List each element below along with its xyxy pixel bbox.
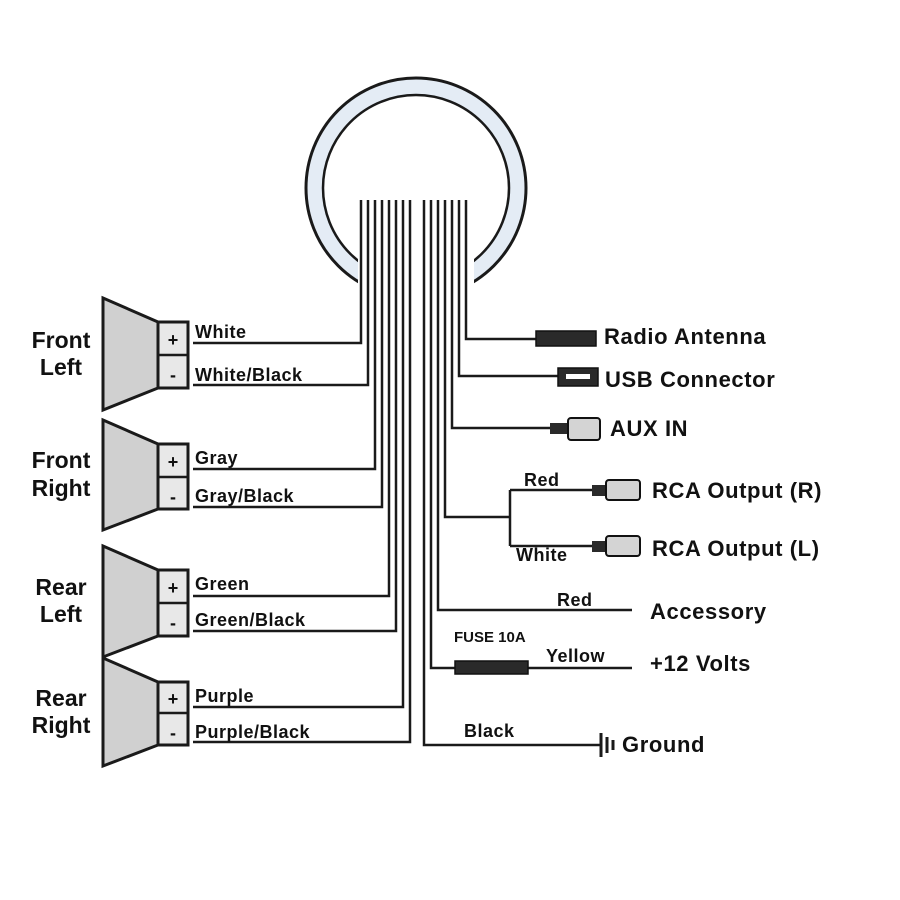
rca-left-wire-label: White (516, 545, 568, 565)
speaker-front-right: + - Front Right Gray Gray/Black (32, 417, 295, 533)
speaker-front-left: + - Front Left White White/Black (32, 295, 303, 413)
aux-in-label: AUX IN (610, 416, 688, 441)
wire-label-positive: Gray (195, 448, 238, 468)
wire-label-negative: Gray/Black (195, 486, 295, 506)
ground-connection: Black Ground (464, 721, 705, 757)
speaker-label-line1: Rear (35, 685, 86, 711)
speaker-label-line2: Right (32, 712, 91, 738)
minus-terminal: - (170, 365, 176, 385)
antenna-plug-icon (535, 330, 597, 347)
rca-right-wire-label: Red (524, 470, 560, 490)
speaker-label-line2: Right (32, 475, 91, 501)
speaker-wires (193, 200, 412, 744)
head-unit (304, 76, 528, 304)
plus-terminal: + (168, 689, 179, 709)
accessory-wire-label: Red (557, 590, 593, 610)
plus-terminal: + (168, 578, 179, 598)
plus12-volts-label: +12 Volts (650, 651, 751, 676)
device-wires (422, 200, 632, 747)
speaker-rear-right: + - Rear Right Purple Purple/Black (32, 655, 311, 769)
wire-label-negative: Green/Black (195, 610, 306, 630)
wire-label-positive: Green (195, 574, 250, 594)
wire-harness-plate (358, 196, 474, 304)
ground-label: Ground (622, 732, 705, 757)
plus-terminal: + (168, 330, 179, 350)
fuse-icon (454, 660, 529, 675)
wire-label-positive: Purple (195, 686, 254, 706)
rca-plug-icon (605, 535, 641, 557)
radio-antenna-label: Radio Antenna (604, 324, 766, 349)
speaker-rear-left: + - Rear Left Green Green/Black (35, 543, 306, 660)
rca-plug-icon (605, 479, 641, 501)
ground-icon (599, 733, 615, 757)
usb-connector: USB Connector (557, 367, 775, 392)
accessory-connection: Red Accessory (557, 590, 767, 624)
wire-label-negative: White/Black (195, 365, 303, 385)
speaker-label-line2: Left (40, 601, 83, 627)
rca-output-left-label: RCA Output (L) (652, 536, 820, 561)
wire-label-positive: White (195, 322, 247, 342)
fuse-label: FUSE 10A (454, 629, 526, 646)
power-wire-label: Yellow (546, 646, 606, 666)
speaker-label-line1: Rear (35, 574, 86, 600)
plus-terminal: + (168, 452, 179, 472)
speaker-label-line1: Front (32, 327, 91, 353)
accessory-label: Accessory (650, 599, 767, 624)
rca-output-left: White RCA Output (L) (516, 535, 820, 565)
aux-in-connector: AUX IN (550, 416, 688, 441)
power-connection: FUSE 10A Yellow +12 Volts (454, 629, 751, 676)
aux-jack-icon (567, 417, 601, 441)
ground-wire-label: Black (464, 721, 515, 741)
speaker-label-line2: Left (40, 354, 83, 380)
usb-connector-label: USB Connector (605, 367, 775, 392)
wire-label-negative: Purple/Black (195, 722, 311, 742)
minus-terminal: - (170, 613, 176, 633)
radio-antenna-connector: Radio Antenna (535, 324, 766, 349)
minus-terminal: - (170, 723, 176, 743)
rca-output-right-label: RCA Output (R) (652, 478, 822, 503)
minus-terminal: - (170, 487, 176, 507)
rca-output-right: Red RCA Output (R) (524, 470, 822, 503)
speaker-label-line1: Front (32, 447, 91, 473)
